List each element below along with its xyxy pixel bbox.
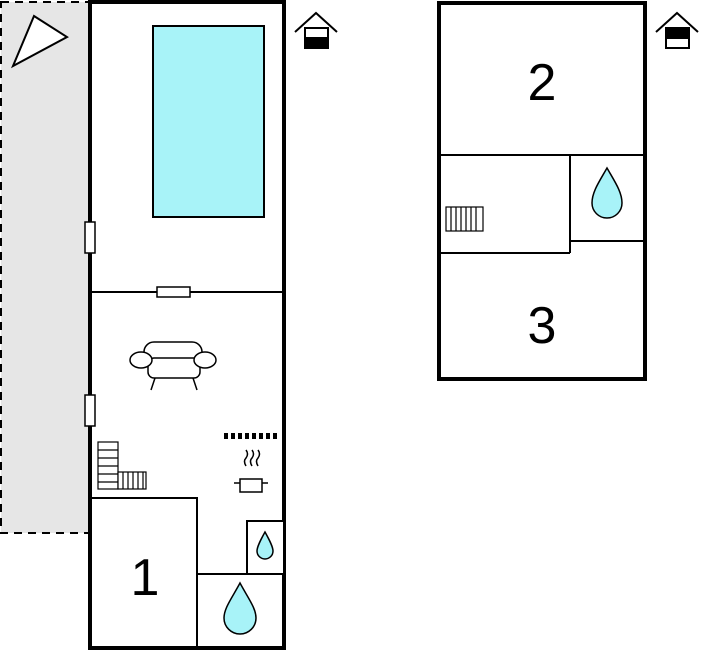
house-level-icon (294, 11, 338, 49)
upper-floor-outline (437, 1, 647, 381)
window (84, 221, 96, 254)
bedroom-1-wall (90, 497, 198, 648)
house-level-icon (655, 11, 699, 49)
ground-floor-outline (88, 0, 286, 650)
door (156, 286, 191, 298)
water-drop-icon (591, 166, 623, 219)
sofa-icon (129, 341, 217, 391)
water-drop-icon (223, 581, 257, 635)
north-arrow-icon (10, 14, 69, 69)
window (84, 394, 96, 427)
room-3-label: 3 (528, 297, 557, 355)
room-2-label: 2 (528, 54, 557, 112)
stairs-icon (445, 206, 484, 232)
cooking-pot-icon (234, 449, 268, 493)
terrace-area (0, 1, 90, 534)
pool (152, 25, 265, 218)
water-drop-icon (256, 530, 274, 560)
room-1-label: 1 (131, 549, 160, 607)
stairs-icon (97, 441, 147, 490)
